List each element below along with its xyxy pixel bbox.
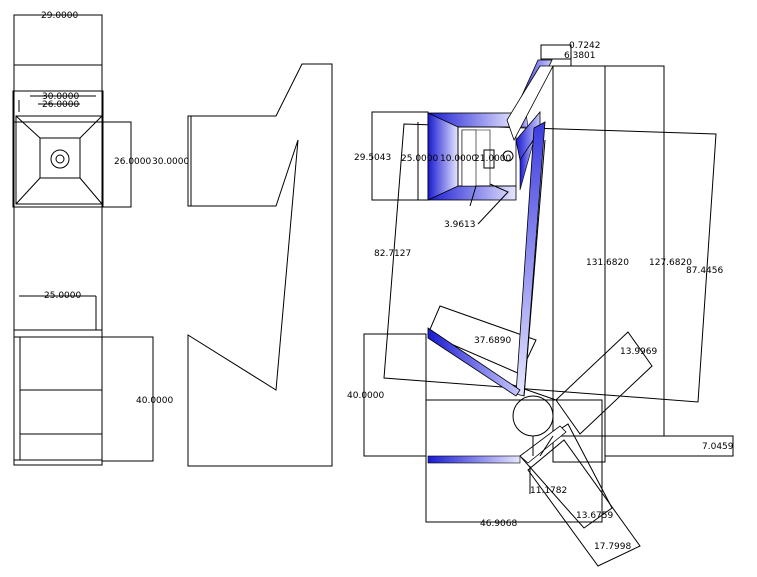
plan-driver-cone bbox=[50, 149, 70, 169]
dim-131-6820: 131.6820 bbox=[586, 258, 629, 268]
dimension-labels: 29.0000 30.0000 26.0000 26.0000 30.0000 … bbox=[41, 11, 734, 552]
plan-view bbox=[12, 14, 154, 466]
dim-7-0459: 7.0459 bbox=[702, 442, 734, 452]
plan-driver-frame bbox=[15, 115, 103, 205]
dim-21: 21.0000 bbox=[474, 154, 511, 164]
dim-82-7127: 82.7127 bbox=[374, 249, 411, 259]
dim-25-lower: 25.0000 bbox=[44, 291, 81, 301]
dim-0-7242: 0.7242 bbox=[569, 41, 601, 51]
dim-26-side: 26.0000 bbox=[114, 157, 151, 167]
dim-37-6890: 37.6890 bbox=[474, 336, 511, 346]
plan-lower-box bbox=[13, 329, 103, 461]
dim-6-3801: 6.3801 bbox=[564, 51, 596, 61]
section-box-40 bbox=[363, 333, 427, 457]
port-circle bbox=[512, 395, 554, 437]
side-profile-outline bbox=[187, 63, 333, 467]
dim-30-side: 30.0000 bbox=[152, 157, 189, 167]
dim-30-top: 30.0000 bbox=[42, 92, 79, 102]
dim-26-top: 26.0000 bbox=[42, 100, 79, 110]
dim-10: 10.0000 bbox=[440, 154, 477, 164]
dim-13-9969: 13.9969 bbox=[620, 347, 657, 357]
dim-127-6820: 127.6820 bbox=[649, 258, 692, 268]
dim-87-4456: 87.4456 bbox=[686, 266, 723, 276]
section-view bbox=[363, 44, 734, 567]
dim-11-1782: 11.1782 bbox=[530, 486, 567, 496]
dim-13-6759: 13.6759 bbox=[576, 511, 613, 521]
section-box-46 bbox=[425, 399, 603, 523]
dim-40-left: 40.0000 bbox=[136, 396, 173, 406]
lower-diagonal-wall bbox=[427, 327, 521, 397]
plan-dimension-lines bbox=[18, 14, 102, 330]
dim-29-5043: 29.5043 bbox=[354, 153, 391, 163]
dim-25-inner: 25.0000 bbox=[401, 154, 438, 164]
dim-3-9613: 3.9613 bbox=[444, 220, 476, 230]
side-profile-view bbox=[187, 63, 333, 467]
dim-29: 29.0000 bbox=[41, 11, 78, 21]
dim-46-9068: 46.9068 bbox=[480, 519, 517, 529]
plan-outline bbox=[13, 14, 103, 466]
section-rotated-frame bbox=[383, 123, 717, 403]
dim-40-right: 40.0000 bbox=[347, 391, 384, 401]
bottom-wall bbox=[427, 455, 521, 464]
dim-17-7998: 17.7998 bbox=[594, 542, 631, 552]
